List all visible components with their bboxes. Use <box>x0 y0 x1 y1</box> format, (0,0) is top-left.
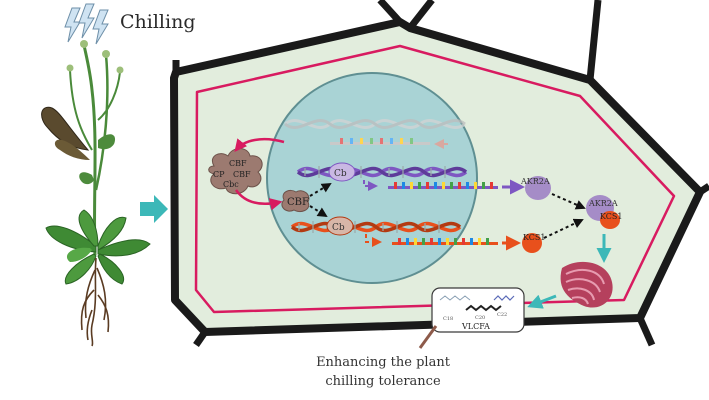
akr2a-kcs1-complex <box>586 195 620 229</box>
cbf-cluster-label-2: CP <box>213 170 225 179</box>
caption-line-2: chilling tolerance <box>325 374 441 389</box>
cbf-nucleus-label: CBF <box>287 197 309 208</box>
cbf-cluster-label-3: CBF <box>233 170 251 179</box>
c22-label: C22 <box>497 312 507 318</box>
cbf-cluster-label-4: Cbc <box>223 180 239 189</box>
cb-upper-label: Cb <box>334 169 347 179</box>
cb-lower-label: Cb <box>332 223 345 233</box>
outcome-pointer <box>418 325 438 349</box>
cbf-to-akr2a-gene-arrow <box>309 182 332 197</box>
complex-akr2a-label: AKR2A <box>588 199 618 208</box>
cbf-bound-upper <box>328 162 356 182</box>
vlcfa-box <box>431 287 525 333</box>
mrna-strand-top <box>330 138 430 145</box>
mrna-kcs1 <box>392 238 498 245</box>
kcs1-transcription-arrow <box>365 234 382 247</box>
cbf-bound-lower <box>326 216 354 236</box>
kcs1-label: KCS1 <box>523 233 545 242</box>
complex-kcs1-label: KCS1 <box>600 212 622 221</box>
er-to-vlcfa-arrow <box>527 294 557 309</box>
kcs1-protein <box>522 233 542 253</box>
cbf-protein-nucleus <box>281 189 310 213</box>
c18-label: C18 <box>443 316 453 322</box>
dna-helix-akr2a <box>296 166 468 178</box>
kcs1-to-complex-arrow <box>543 218 584 239</box>
cbf-protein-cluster <box>208 148 263 195</box>
c20-label: C20 <box>475 315 485 321</box>
dna-helix-kcs1 <box>290 221 462 233</box>
cbf-import-arrow <box>234 189 283 211</box>
akr2a-protein <box>525 176 551 200</box>
plant-illustration <box>41 3 151 347</box>
plant-to-cell-arrow <box>140 195 168 223</box>
akr2a-label: AKR2A <box>520 177 550 186</box>
akr2a-transcription-arrow <box>363 180 378 191</box>
cbf-export-arrow <box>234 138 285 152</box>
endoplasmic-reticulum <box>560 261 613 308</box>
cbf-cluster-label-1: CBF <box>229 159 247 168</box>
lightning-icon <box>64 3 109 45</box>
vlcfa-label: VLCFA <box>461 322 490 331</box>
chilling-title: Chilling <box>120 11 195 33</box>
caption-line-1: Enhancing the plant <box>316 355 451 370</box>
dna-helix-top <box>284 119 466 129</box>
mrna-akr2a <box>388 182 498 189</box>
